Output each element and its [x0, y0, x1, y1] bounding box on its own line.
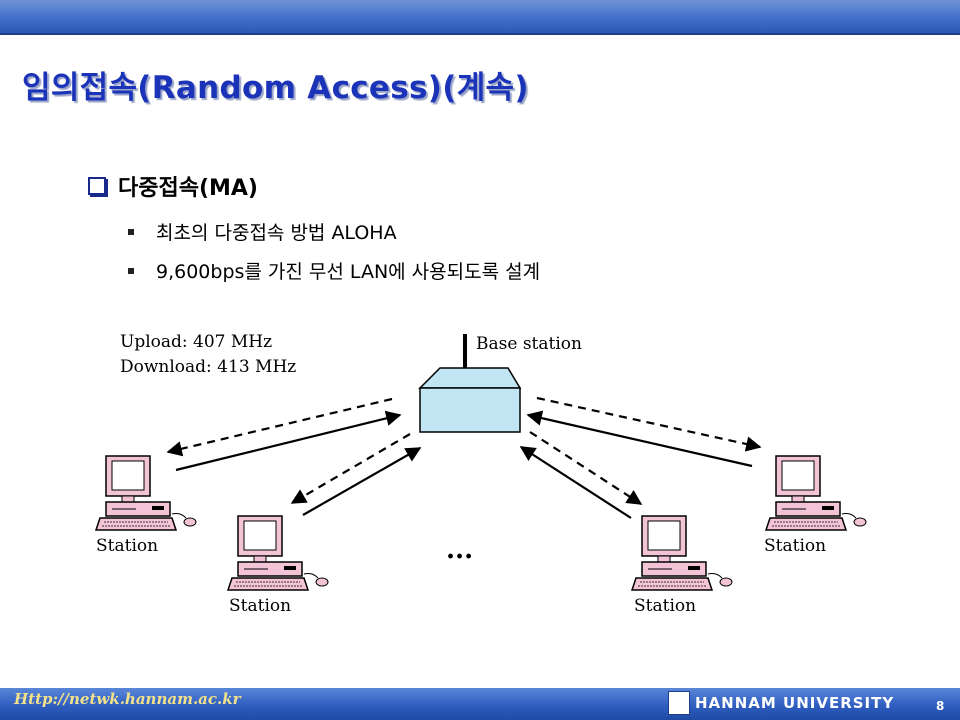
station-computer-icon: [631, 515, 733, 591]
upload-label: Upload: 407 MHz: [120, 332, 272, 352]
sub-bullet-text: 최초의 다중접속 방법 ALOHA: [156, 222, 397, 244]
main-bullet-text: 다중접속(MA): [118, 176, 258, 201]
base-station-label: Base station: [476, 334, 582, 354]
sub-bullet-2: 9,600bps를 가진 무선 LAN에 사용되도록 설계: [128, 257, 540, 284]
sub-bullet-1: 최초의 다중접속 방법 ALOHA: [128, 218, 397, 245]
station-label: Station: [229, 596, 291, 616]
top-bar: [0, 0, 960, 35]
download-label: Download: 413 MHz: [120, 357, 296, 377]
sub-bullet-text: 9,600bps를 가진 무선 LAN에 사용되도록 설계: [156, 261, 541, 283]
checkbox-bullet-icon: [88, 177, 106, 195]
footer-bar: [0, 688, 960, 720]
square-bullet-icon: [128, 267, 134, 274]
page-number: 8: [936, 699, 945, 713]
university-logo-icon: [668, 691, 690, 715]
ellipsis-label: ...: [446, 535, 473, 565]
station-label: Station: [96, 536, 158, 556]
square-bullet-icon: [128, 228, 134, 235]
arrows: [166, 396, 762, 519]
station-computer-icon: [227, 515, 329, 591]
aloha-network-diagram: Upload: 407 MHz Download: 413 MHz Base s…: [95, 332, 867, 616]
station-label: Station: [764, 536, 826, 556]
station-computer-icon: [95, 455, 197, 531]
slide-title: 임의접속(Random Access)(계속): [22, 70, 529, 106]
station-computer-icon: [765, 455, 867, 531]
footer-university: HANNAM UNIVERSITY: [695, 694, 895, 712]
base-station-icon: [418, 334, 522, 433]
main-bullet: 다중접속(MA): [88, 170, 258, 202]
station-label: Station: [634, 596, 696, 616]
footer-url: Http://netwk.hannam.ac.kr: [14, 690, 241, 708]
